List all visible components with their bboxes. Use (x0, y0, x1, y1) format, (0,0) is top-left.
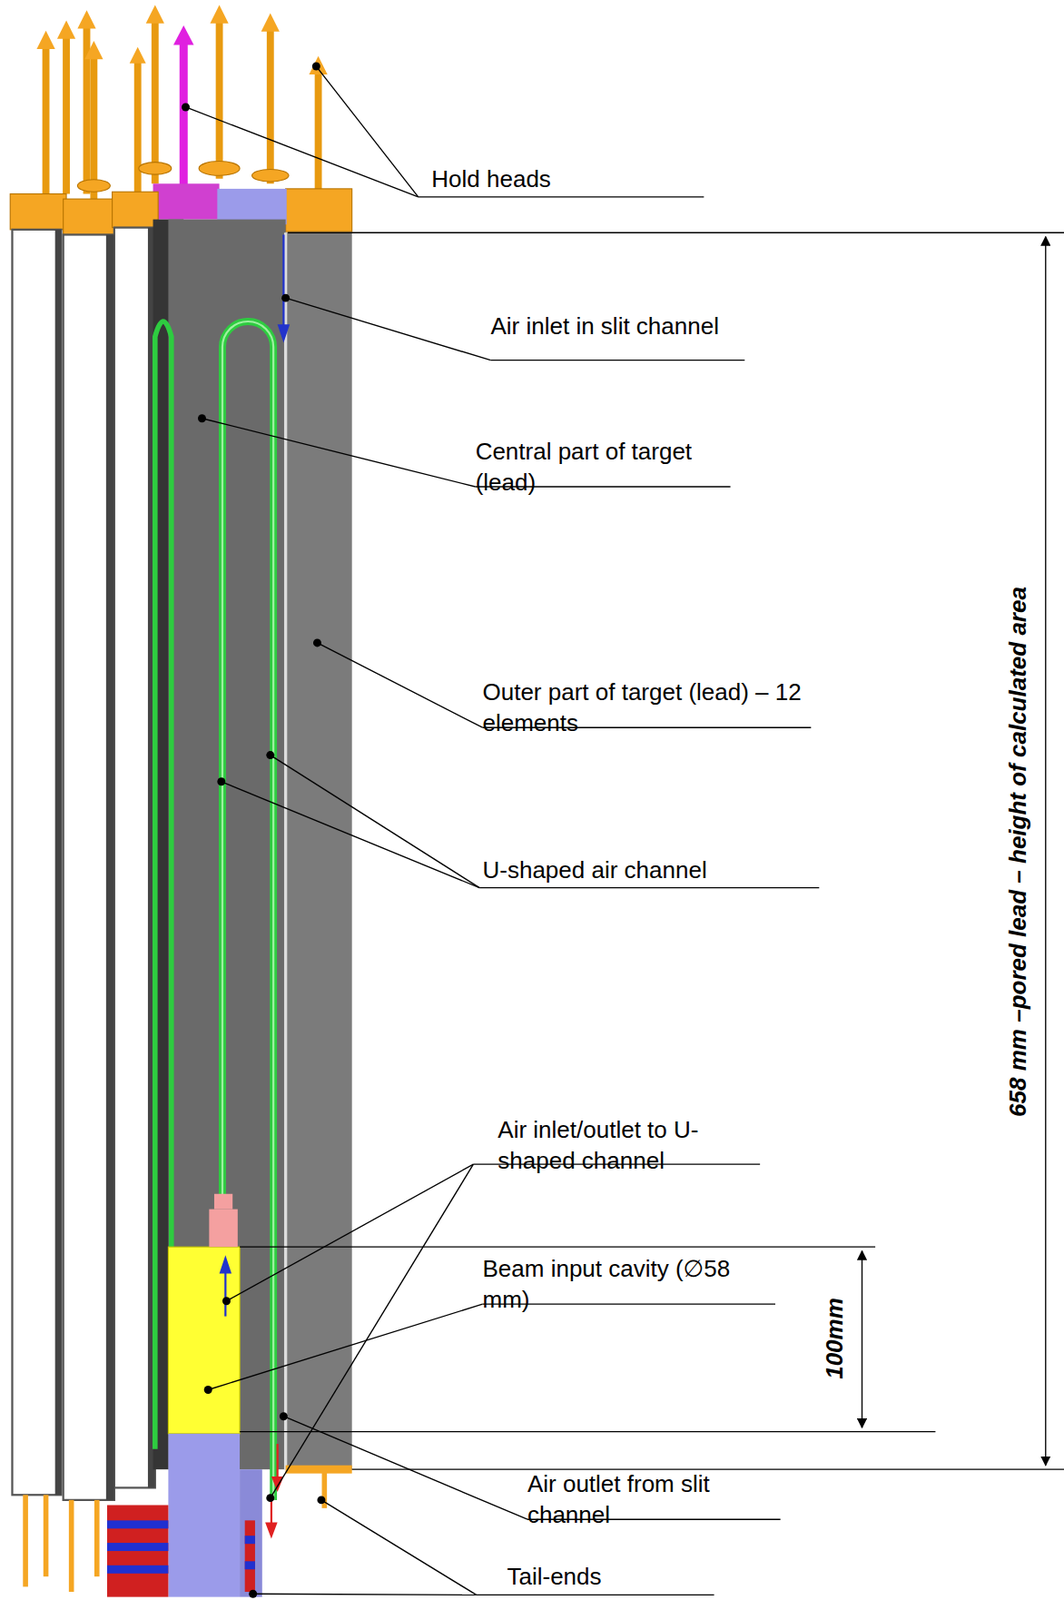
part-label: Air outlet from slit channel (527, 1468, 758, 1531)
dimension-label: 100mm (820, 1293, 849, 1383)
inlet-fitting (208, 1193, 237, 1247)
part-label: U-shaped air channel (482, 855, 830, 887)
dimension-lines (239, 232, 1064, 1469)
hold-head-rods (36, 5, 327, 200)
part-label: Air inlet in slit channel (490, 311, 725, 343)
slit-channel (284, 232, 287, 1469)
leader-lines (186, 66, 820, 1595)
leader-dots (181, 62, 326, 1598)
lower-plug (167, 1433, 240, 1597)
part-label: Air inlet/outlet to U-shaped channel (497, 1114, 743, 1177)
outer-lead (285, 232, 353, 1469)
central-lead (167, 219, 286, 1470)
part-label: Beam input cavity (∅58 mm) (482, 1253, 759, 1316)
bottom-pins (25, 1470, 325, 1592)
top-plate (216, 188, 286, 225)
part-label: Tail-ends (506, 1561, 711, 1593)
bottom-flange (285, 1465, 353, 1474)
lower-plug-right (239, 1468, 263, 1596)
part-label: Hold heads (431, 164, 738, 196)
flow-arrows (219, 234, 291, 1538)
part-label: Central part of target (lead) (475, 436, 741, 499)
part-label: Outer part of target (lead) – 12 element… (482, 677, 810, 739)
magenta-head (153, 25, 220, 220)
rod-shading (55, 227, 156, 1500)
tail-ends (107, 1504, 256, 1596)
outer-rods (11, 227, 155, 1500)
dimension-label: 658 mm –pored lead – height of calculate… (1004, 582, 1033, 1121)
beam-cavity (167, 1246, 240, 1434)
